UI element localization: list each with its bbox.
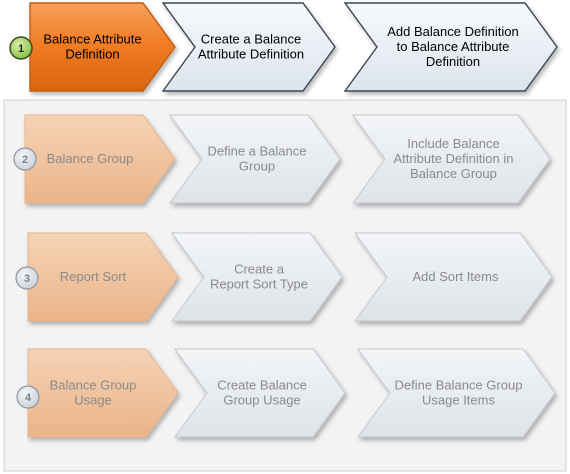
step-label-line: Create a Balance bbox=[201, 32, 301, 47]
step-label-line: Include Balance bbox=[407, 136, 500, 151]
step-label-line: Add Balance Definition bbox=[387, 24, 519, 39]
step-arrow-shape bbox=[354, 232, 553, 322]
step-label-line: Define Balance Group bbox=[395, 378, 523, 393]
step-label-line: Usage Items bbox=[422, 393, 495, 408]
step-arrow-shape bbox=[357, 348, 556, 438]
step-label-line: Group Usage bbox=[223, 393, 300, 408]
step-arrow-shape bbox=[29, 2, 176, 92]
step-number-badge: 2 bbox=[13, 147, 37, 171]
step-arrow-shape bbox=[343, 2, 558, 92]
step-label-line: Balance Group bbox=[50, 378, 137, 393]
badge-circle bbox=[15, 266, 39, 290]
step-label-line: Create Balance bbox=[217, 378, 307, 393]
step-label-line: Attribute Definition bbox=[198, 47, 304, 62]
step-label-line: Attribute Definition in bbox=[394, 151, 514, 166]
step-label-line: Create a bbox=[234, 262, 285, 277]
badge-number: 3 bbox=[24, 273, 30, 285]
badge-circle bbox=[16, 385, 40, 409]
step-label-line: Balance Group bbox=[47, 151, 134, 166]
step-label-line: Definition bbox=[65, 47, 119, 62]
step-arrow-shape bbox=[24, 114, 176, 204]
badge-circle bbox=[9, 36, 33, 60]
step-arrow-shape bbox=[171, 232, 343, 322]
step-label-line: Usage bbox=[74, 393, 112, 408]
step-number-badge: 3 bbox=[15, 266, 39, 290]
step-arrow-shape bbox=[174, 348, 346, 438]
step-label-line: Balance Attribute bbox=[43, 32, 141, 47]
step-3-1[interactable]: Report Sort bbox=[27, 232, 179, 322]
step-number-badge: 4 bbox=[16, 385, 40, 409]
step-arrow-shape bbox=[161, 2, 336, 92]
step-arrow-shape bbox=[169, 114, 341, 204]
step-arrow-shape bbox=[27, 232, 179, 322]
step-label: Report Sort bbox=[60, 269, 127, 284]
step-label: Balance Group bbox=[47, 151, 134, 166]
step-label-line: Group bbox=[239, 159, 275, 174]
step-label-line: Report Sort Type bbox=[210, 277, 308, 292]
step-label-line: to Balance Attribute bbox=[397, 39, 510, 54]
badge-circle bbox=[13, 147, 37, 171]
step-label-line: Report Sort bbox=[60, 269, 127, 284]
step-arrow-shape bbox=[27, 348, 179, 438]
step-arrow-shape bbox=[352, 114, 551, 204]
step-label-line: Define a Balance bbox=[207, 144, 306, 159]
step-2-1[interactable]: Balance Group bbox=[24, 114, 176, 204]
step-label-line: Balance Group bbox=[410, 166, 497, 181]
badge-number: 1 bbox=[18, 43, 24, 55]
badge-number: 4 bbox=[25, 392, 32, 404]
step-3-3[interactable]: Add Sort Items bbox=[354, 232, 553, 322]
step-number-badge: 1 bbox=[9, 36, 33, 60]
badge-number: 2 bbox=[22, 154, 28, 166]
step-label-line: Add Sort Items bbox=[413, 269, 499, 284]
step-label-line: Definition bbox=[426, 54, 480, 69]
step-label: Add Sort Items bbox=[413, 269, 499, 284]
